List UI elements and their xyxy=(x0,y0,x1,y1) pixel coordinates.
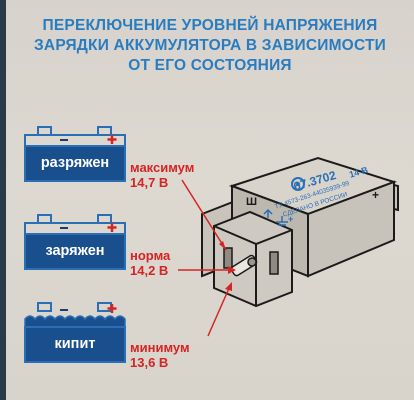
battery-icon xyxy=(24,214,126,235)
terminal-label-right: + xyxy=(372,188,380,202)
leader-line-min xyxy=(207,285,231,337)
battery-label: кипит xyxy=(24,326,126,363)
plus-icon xyxy=(107,223,117,232)
leader-line-max xyxy=(181,179,227,251)
level-label: минимум xyxy=(130,340,190,355)
voltage-value: 13,6 В xyxy=(130,355,169,370)
battery-charged: заряжен xyxy=(24,212,126,272)
diagram-card: ПЕРЕКЛЮЧЕНИЕ УРОВНЕЙ НАПРЯЖЕНИЯ ЗАРЯДКИ … xyxy=(6,0,414,400)
page-title: ПЕРЕКЛЮЧЕНИЕ УРОВНЕЙ НАПРЯЖЕНИЯ ЗАРЯДКИ … xyxy=(16,16,404,76)
bubbles-icon xyxy=(24,315,126,328)
level-label: норма xyxy=(130,248,171,263)
battery-icon xyxy=(24,302,126,328)
state-charged: норма 14,2 В xyxy=(130,248,170,278)
voltage-value: 14,2 В xyxy=(130,263,169,278)
title-line-1: ПЕРЕКЛЮЧЕНИЕ УРОВНЕЙ НАПРЯЖЕНИЯ xyxy=(42,17,378,34)
voltage-regulator-icon xyxy=(201,156,399,308)
title-line-2: ЗАРЯДКИ АККУМУЛЯТОРА В ЗАВИСИМОСТИ xyxy=(34,37,386,54)
plus-icon xyxy=(107,135,117,144)
leader-lines xyxy=(178,179,236,337)
state-boiling: минимум 13,6 В xyxy=(130,340,190,370)
state-discharged: максимум 14,7 В xyxy=(130,160,194,190)
plus-icon xyxy=(107,304,117,313)
terminal-label-left: Ш xyxy=(246,196,258,208)
battery-label: заряжен xyxy=(24,233,126,270)
battery-discharged: разряжен xyxy=(24,124,126,184)
battery-label: разряжен xyxy=(24,145,126,182)
level-label: максимум xyxy=(130,160,195,175)
title-line-3: ОТ ЕГО СОСТОЯНИЯ xyxy=(128,57,292,74)
device-plus-mark: + xyxy=(288,214,294,224)
voltage-value: 14,7 В xyxy=(130,175,169,190)
battery-boiling: кипит xyxy=(24,300,126,363)
